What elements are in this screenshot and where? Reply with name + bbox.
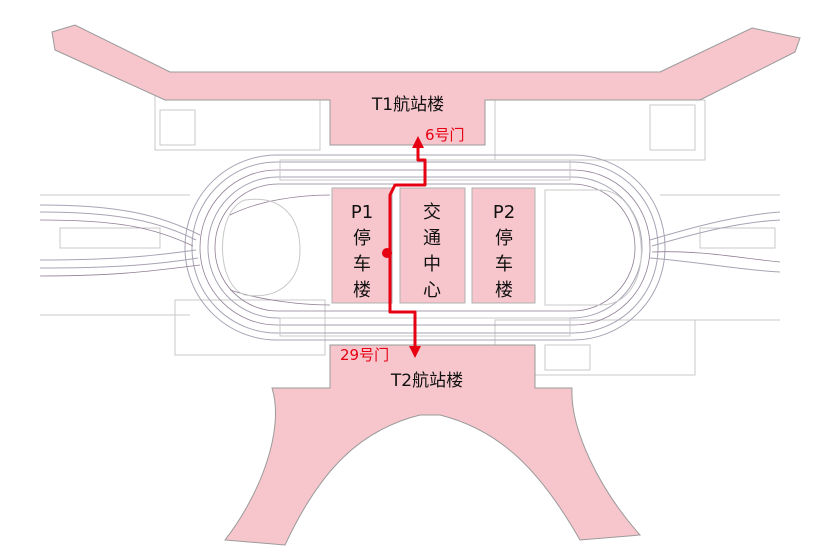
p2-parking-building (471, 187, 536, 304)
p1-code: P1 (351, 202, 373, 223)
transport-center-building (399, 187, 466, 304)
p1-char-2: 车 (353, 254, 371, 275)
terminal-1-building (51, 24, 801, 146)
p1-char-1: 停 (353, 228, 371, 249)
gate-6-label: 6号门 (425, 126, 465, 144)
walking-route (382, 136, 427, 358)
terminal-2-building (224, 344, 642, 546)
background-structures (40, 94, 780, 376)
transport-char-4: 心 (423, 280, 441, 301)
gate-29-label: 29号门 (340, 346, 389, 364)
transport-char-2: 通 (423, 228, 441, 249)
transport-char-3: 中 (423, 254, 441, 275)
t2-terminal-label: T2航站楼 (390, 371, 463, 391)
transport-char-1: 交 (423, 202, 441, 223)
p2-char-3: 楼 (495, 280, 513, 301)
p2-char-1: 停 (495, 228, 513, 249)
p2-char-2: 车 (495, 254, 513, 275)
p1-parking-building (331, 187, 393, 304)
p1-char-3: 楼 (353, 280, 371, 301)
t1-terminal-label: T1航站楼 (371, 95, 444, 115)
route-arrow-up-icon (412, 136, 424, 148)
position-dot-icon (382, 248, 392, 258)
p2-code: P2 (493, 202, 515, 223)
route-arrow-down-icon (409, 346, 421, 358)
